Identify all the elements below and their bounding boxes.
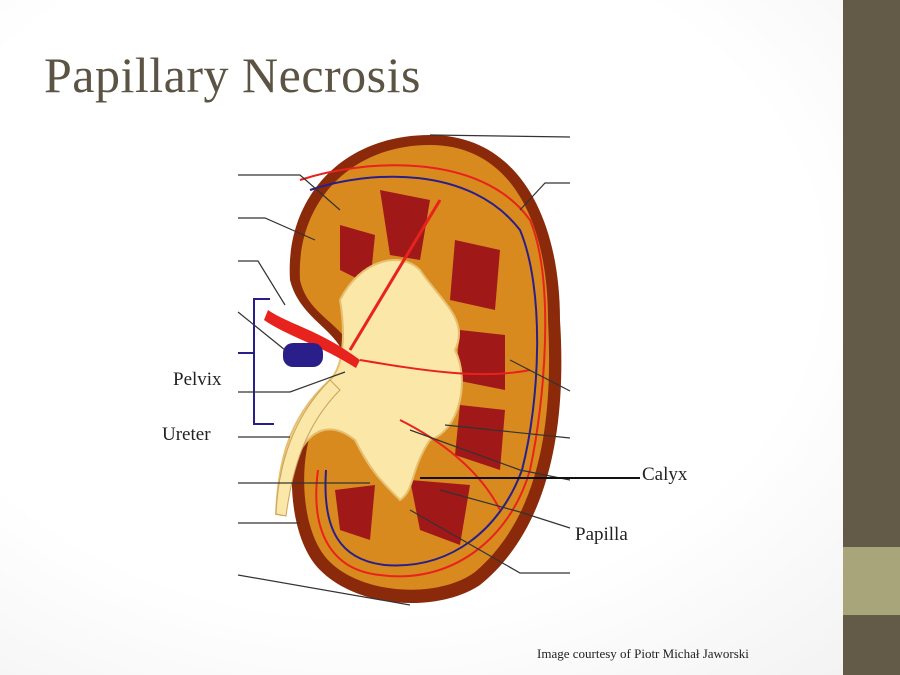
renal-vein (283, 343, 323, 367)
sidebar-accent (843, 547, 900, 615)
image-credit: Image courtesy of Piotr Michał Jaworski (537, 646, 749, 661)
label-papilla: Papilla (575, 524, 628, 545)
renal-pelvis (274, 259, 463, 517)
vessels (299, 164, 547, 578)
pelvix-bracket (238, 298, 274, 425)
label-calyx: Calyx (642, 464, 688, 485)
label-ureter: Ureter (162, 424, 211, 445)
renal-pyramids (335, 190, 505, 545)
ureter (275, 379, 341, 517)
renal-artery (264, 310, 360, 368)
slide-title: Papillary Necrosis (44, 47, 421, 103)
label-pelvix: Pelvix (173, 369, 222, 390)
leader-lines (237, 134, 640, 606)
